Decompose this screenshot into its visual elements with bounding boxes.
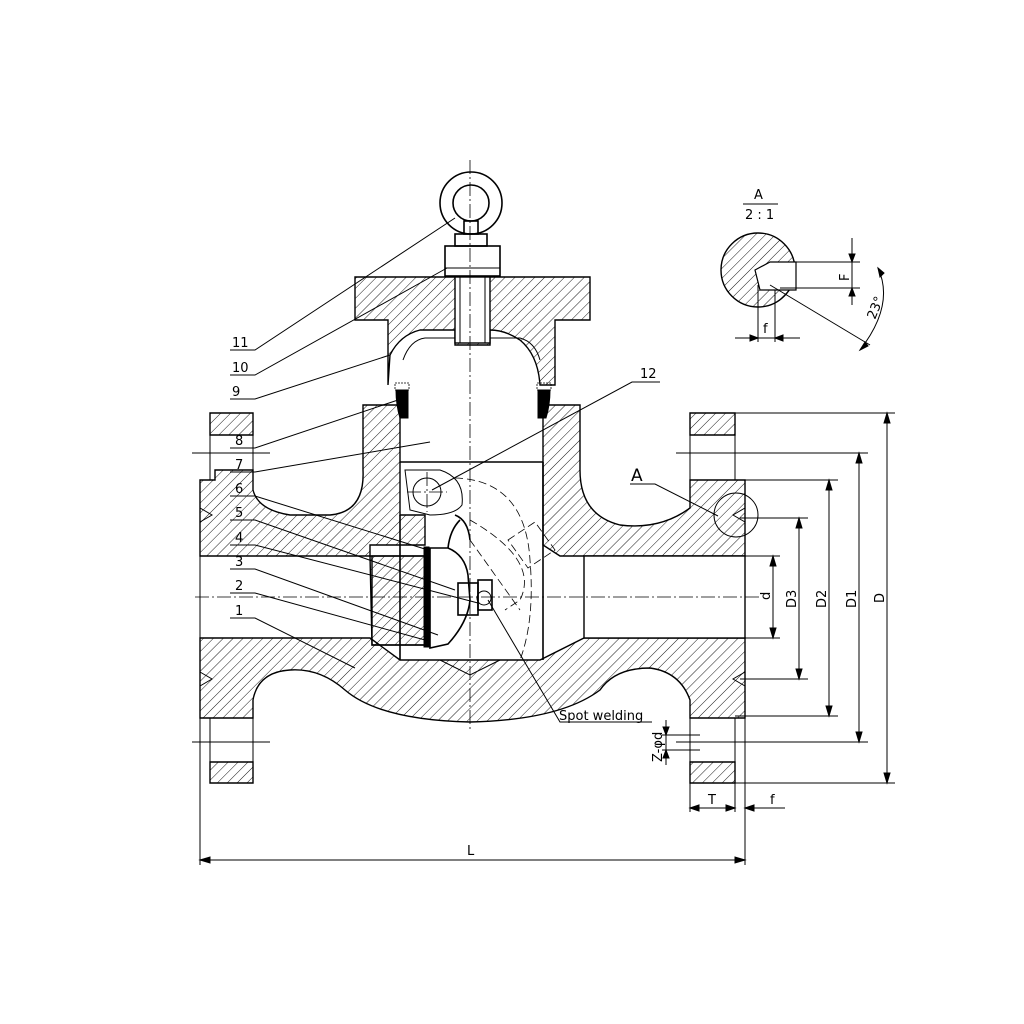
eyebolt-nut bbox=[444, 245, 501, 277]
detail-scale: 2 : 1 bbox=[745, 208, 774, 223]
balloon-2: 2 bbox=[235, 579, 243, 594]
dim-holes-label: Z-φd bbox=[651, 732, 666, 762]
length-dimension: L bbox=[198, 718, 747, 865]
left-gasket-groove-bottom bbox=[199, 671, 213, 687]
detail-angle-label: 23° bbox=[865, 295, 888, 322]
dim-d-label: d bbox=[759, 592, 774, 600]
leader-3 bbox=[230, 568, 439, 636]
part-callouts: 11 10 9 8 7 6 5 4 3 2 1 12 Spot welding … bbox=[230, 217, 719, 724]
balloon-6: 6 bbox=[235, 482, 243, 497]
bonnet-skirt bbox=[387, 320, 556, 385]
dim-T-label: T bbox=[707, 793, 716, 808]
detail-a-ref: A bbox=[631, 466, 643, 486]
dim-d1-label: D1 bbox=[845, 590, 860, 608]
balloon-5: 5 bbox=[235, 506, 243, 521]
leader-10 bbox=[230, 267, 448, 376]
balloon-11: 11 bbox=[232, 336, 249, 351]
disc bbox=[429, 547, 471, 649]
left-flange-bolt-hole-bottom bbox=[209, 718, 254, 762]
leader-9 bbox=[230, 354, 391, 400]
leader-8 bbox=[230, 399, 399, 449]
dim-d3-label: D3 bbox=[785, 590, 800, 608]
dim-d2-label: D2 bbox=[815, 590, 830, 608]
leader-12 bbox=[431, 381, 660, 491]
leader-4 bbox=[230, 544, 479, 604]
diameter-dimensions: d D3 D2 D1 D bbox=[735, 411, 895, 785]
leader-spot-welding bbox=[487, 599, 652, 723]
eyebolt bbox=[439, 171, 503, 344]
balloon-3: 3 bbox=[235, 555, 243, 570]
body-upper-wall bbox=[199, 404, 426, 557]
right-gasket-groove-bottom bbox=[732, 671, 746, 687]
left-gasket-groove-top bbox=[199, 507, 213, 523]
balloon-8: 8 bbox=[235, 434, 243, 449]
hinge-arm bbox=[447, 514, 471, 549]
balloon-7: 7 bbox=[235, 458, 243, 473]
detail-f-label: f bbox=[763, 322, 768, 337]
leader-7 bbox=[230, 441, 431, 473]
eyebolt-collar bbox=[454, 233, 488, 247]
leader-1 bbox=[230, 617, 356, 669]
balloon-9: 9 bbox=[232, 385, 240, 400]
flange-thickness-dimensions: T f bbox=[688, 783, 785, 812]
eyebolt-ring-outer bbox=[439, 171, 503, 235]
left-flange-bottom bbox=[209, 761, 254, 784]
eyebolt-ring-inner bbox=[452, 184, 490, 222]
disc-arm-phantom bbox=[469, 539, 521, 611]
bonnet-packing-left bbox=[394, 382, 410, 391]
bonnet-seal-right bbox=[537, 389, 551, 419]
balloon-12: 12 bbox=[640, 367, 657, 382]
balloon-10: 10 bbox=[232, 361, 249, 376]
dim-L-label: L bbox=[467, 844, 475, 859]
right-flange-bolt-hole-top bbox=[689, 435, 736, 480]
flanges bbox=[192, 412, 750, 784]
detail-title: A bbox=[754, 188, 763, 203]
hinge-bracket bbox=[404, 469, 463, 516]
left-flange-top bbox=[209, 412, 254, 436]
balloon-4: 4 bbox=[235, 531, 243, 546]
eyebolt-neck bbox=[463, 220, 479, 235]
body-lower-wall bbox=[199, 637, 746, 723]
leader-2 bbox=[230, 592, 426, 641]
leader-5 bbox=[230, 519, 456, 591]
balloon-1: 1 bbox=[235, 604, 243, 619]
detail-a-circle bbox=[713, 492, 759, 538]
right-gasket-groove-top bbox=[732, 507, 746, 523]
disc-open-phantom bbox=[454, 477, 532, 661]
eyebolt-shank bbox=[454, 276, 491, 344]
disc-pin bbox=[476, 590, 492, 606]
leader-6 bbox=[230, 495, 429, 551]
right-flange-top bbox=[689, 412, 736, 436]
bonnet-packing-right bbox=[536, 382, 552, 391]
dim-D-label: D bbox=[873, 593, 888, 603]
right-flange-bolt-hole-bottom bbox=[689, 718, 736, 762]
disc-bolt-phantom bbox=[507, 521, 556, 569]
valve-body bbox=[199, 404, 746, 723]
detail-angle-leg bbox=[769, 284, 871, 346]
right-flange-bottom bbox=[689, 761, 736, 784]
leader-11 bbox=[230, 217, 456, 351]
bonnet-seal-left bbox=[395, 389, 409, 419]
detail-a-view: A 2 : 1 F f 23° bbox=[720, 188, 888, 352]
detail-groove bbox=[754, 261, 797, 291]
bolt-hole-dimension: Z-φd bbox=[651, 720, 700, 765]
bonnet-cavity bbox=[402, 337, 541, 361]
leader-detail-a bbox=[630, 483, 719, 517]
detail-F-label: F bbox=[838, 274, 853, 281]
spot-welding-label: Spot welding bbox=[559, 709, 643, 724]
dim-f-label: f bbox=[770, 793, 775, 808]
